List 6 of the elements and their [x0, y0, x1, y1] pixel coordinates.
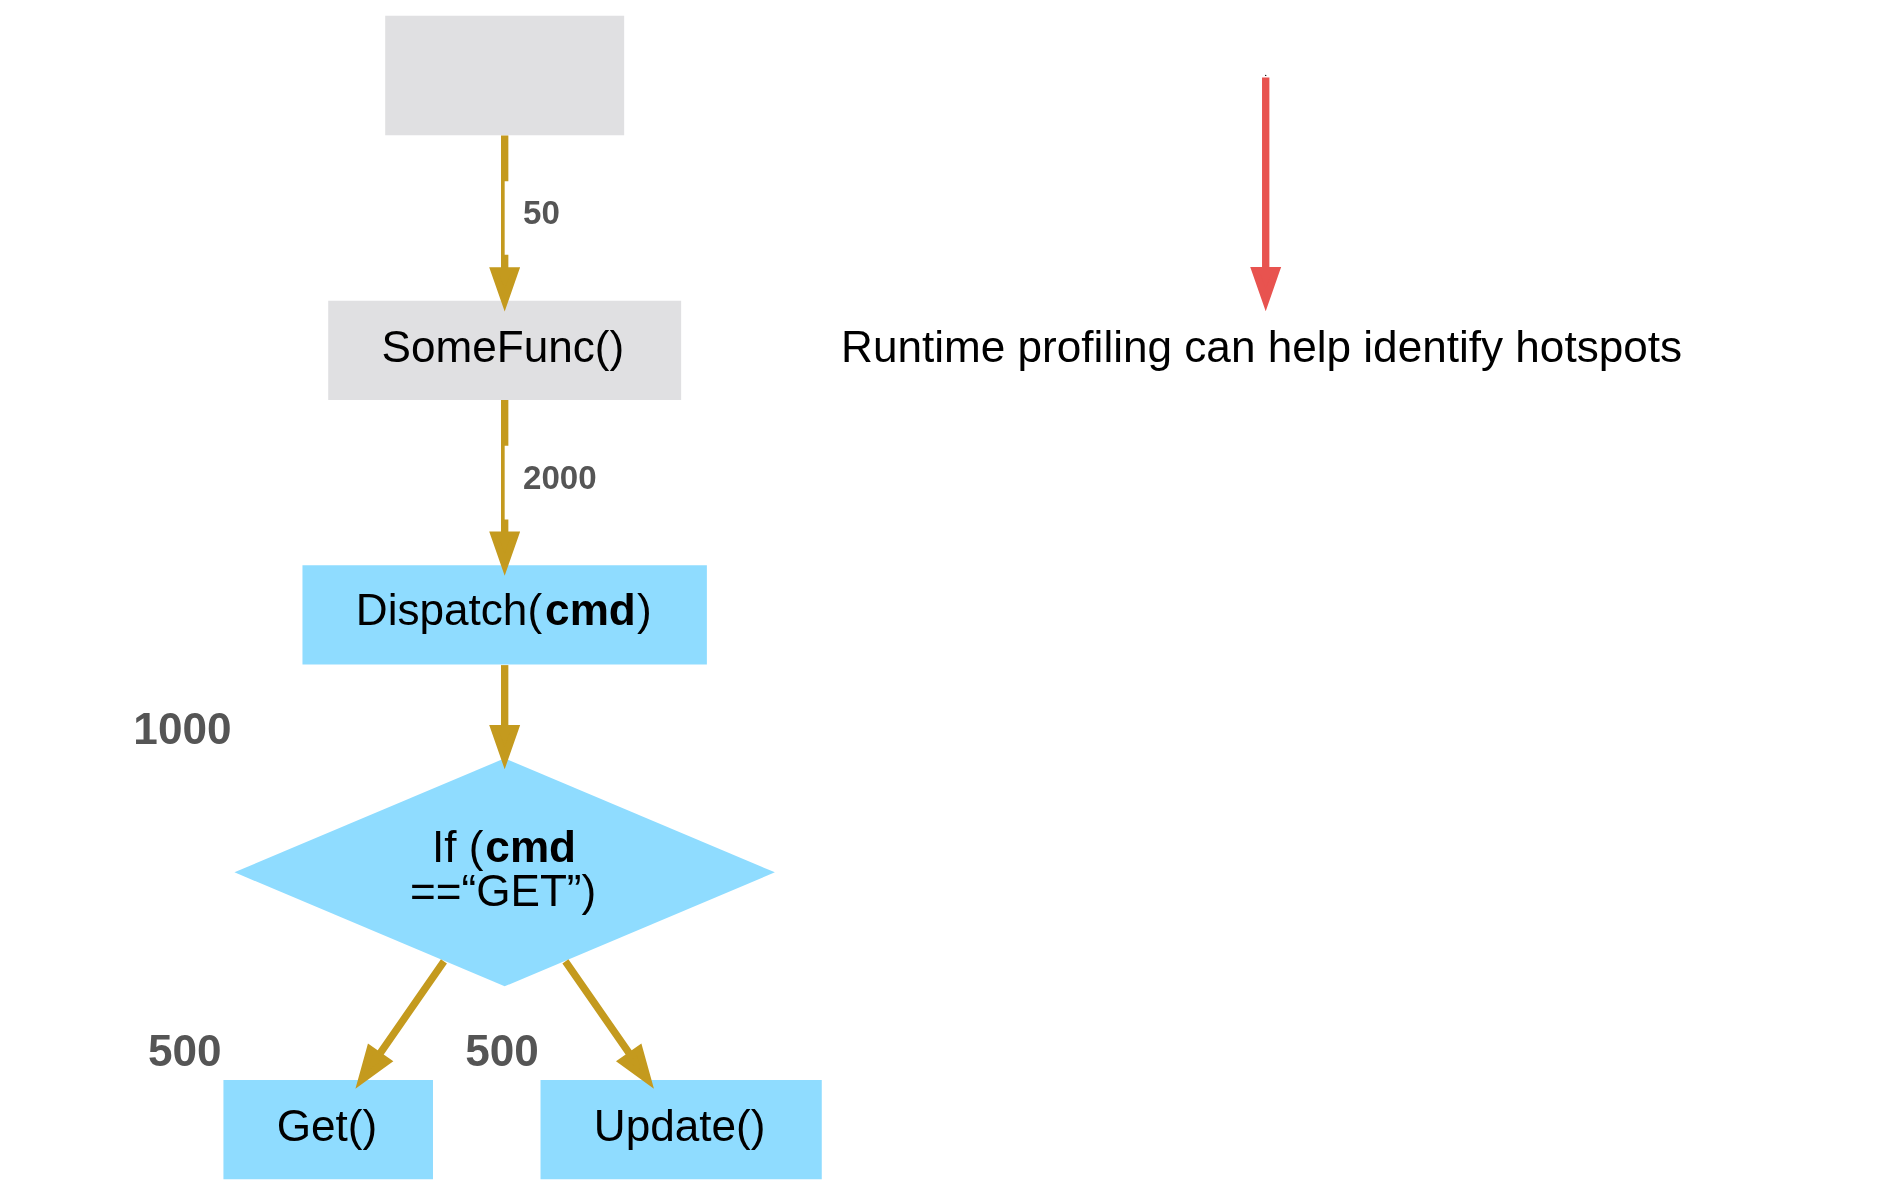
node-label: 500: [465, 1025, 539, 1075]
edge-label: 50: [523, 194, 560, 232]
node-label: 500: [148, 1025, 222, 1075]
node-text: Runtime profiling can help identify hotspots: [841, 321, 1683, 371]
node-label: 1000: [133, 704, 232, 754]
edge-label: 2000: [523, 458, 597, 496]
